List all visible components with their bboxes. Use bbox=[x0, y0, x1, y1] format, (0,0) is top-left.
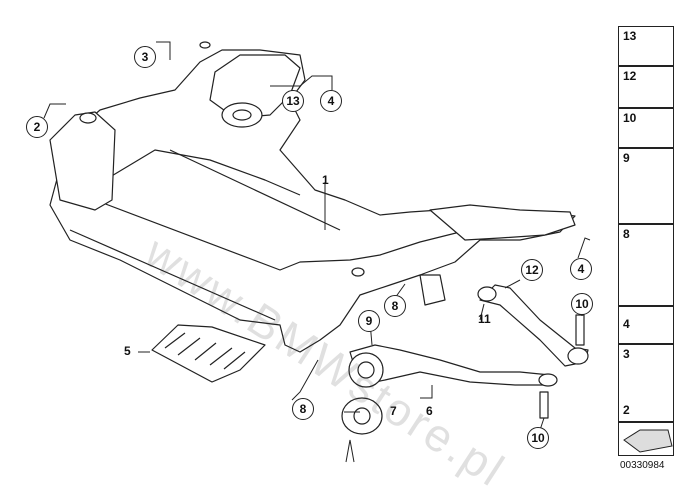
callout-8-bottom: 8 bbox=[292, 398, 314, 420]
legend-num-9: 9 bbox=[623, 151, 630, 165]
callout-4-right: 4 bbox=[570, 258, 592, 280]
front-crossmember bbox=[49, 49, 576, 353]
legend-num-2: 2 bbox=[623, 403, 630, 417]
label-7: 7 bbox=[390, 404, 397, 418]
legend-num-10: 10 bbox=[623, 111, 637, 125]
label-6: 6 bbox=[426, 404, 433, 418]
legend-num-4: 4 bbox=[623, 317, 630, 331]
label-5: 5 bbox=[124, 344, 131, 358]
callout-3: 3 bbox=[134, 46, 156, 68]
upper-arm bbox=[479, 284, 589, 367]
callout-13: 13 bbox=[282, 90, 304, 112]
legend-cell-8: 8 bbox=[618, 224, 674, 306]
legend-num-8: 8 bbox=[623, 227, 630, 241]
label-11: 11 bbox=[478, 312, 491, 326]
parts-legend: 13 12 10 9 8 4 3 2 bbox=[618, 26, 674, 456]
label-1: 1 bbox=[322, 173, 329, 187]
legend-cell-13: 13 bbox=[618, 26, 674, 66]
exploded-parts-drawing bbox=[43, 37, 673, 463]
legend-cell-12: 12 bbox=[618, 66, 674, 108]
legend-num-12: 12 bbox=[623, 69, 637, 83]
callout-10-top: 10 bbox=[571, 293, 593, 315]
legend-cell-10: 10 bbox=[618, 108, 674, 148]
document-number: 00330984 bbox=[620, 460, 665, 471]
callout-8-mid: 8 bbox=[384, 295, 406, 317]
callout-9: 9 bbox=[358, 310, 380, 332]
callout-10-bottom: 10 bbox=[527, 427, 549, 449]
legend-num-13: 13 bbox=[623, 29, 637, 43]
legend-cell-arrow bbox=[618, 422, 674, 456]
legend-num-3: 3 bbox=[623, 347, 630, 361]
skid-plate bbox=[151, 324, 266, 383]
inner-rail bbox=[94, 199, 461, 271]
callout-4-top: 4 bbox=[320, 90, 342, 112]
legend-cell-3-2: 3 2 bbox=[618, 344, 674, 422]
legend-cell-9: 9 bbox=[618, 148, 674, 224]
legend-cell-4: 4 bbox=[618, 306, 674, 344]
callout-2: 2 bbox=[26, 116, 48, 138]
callout-12: 12 bbox=[521, 259, 543, 281]
left-strut-tower bbox=[49, 111, 116, 211]
